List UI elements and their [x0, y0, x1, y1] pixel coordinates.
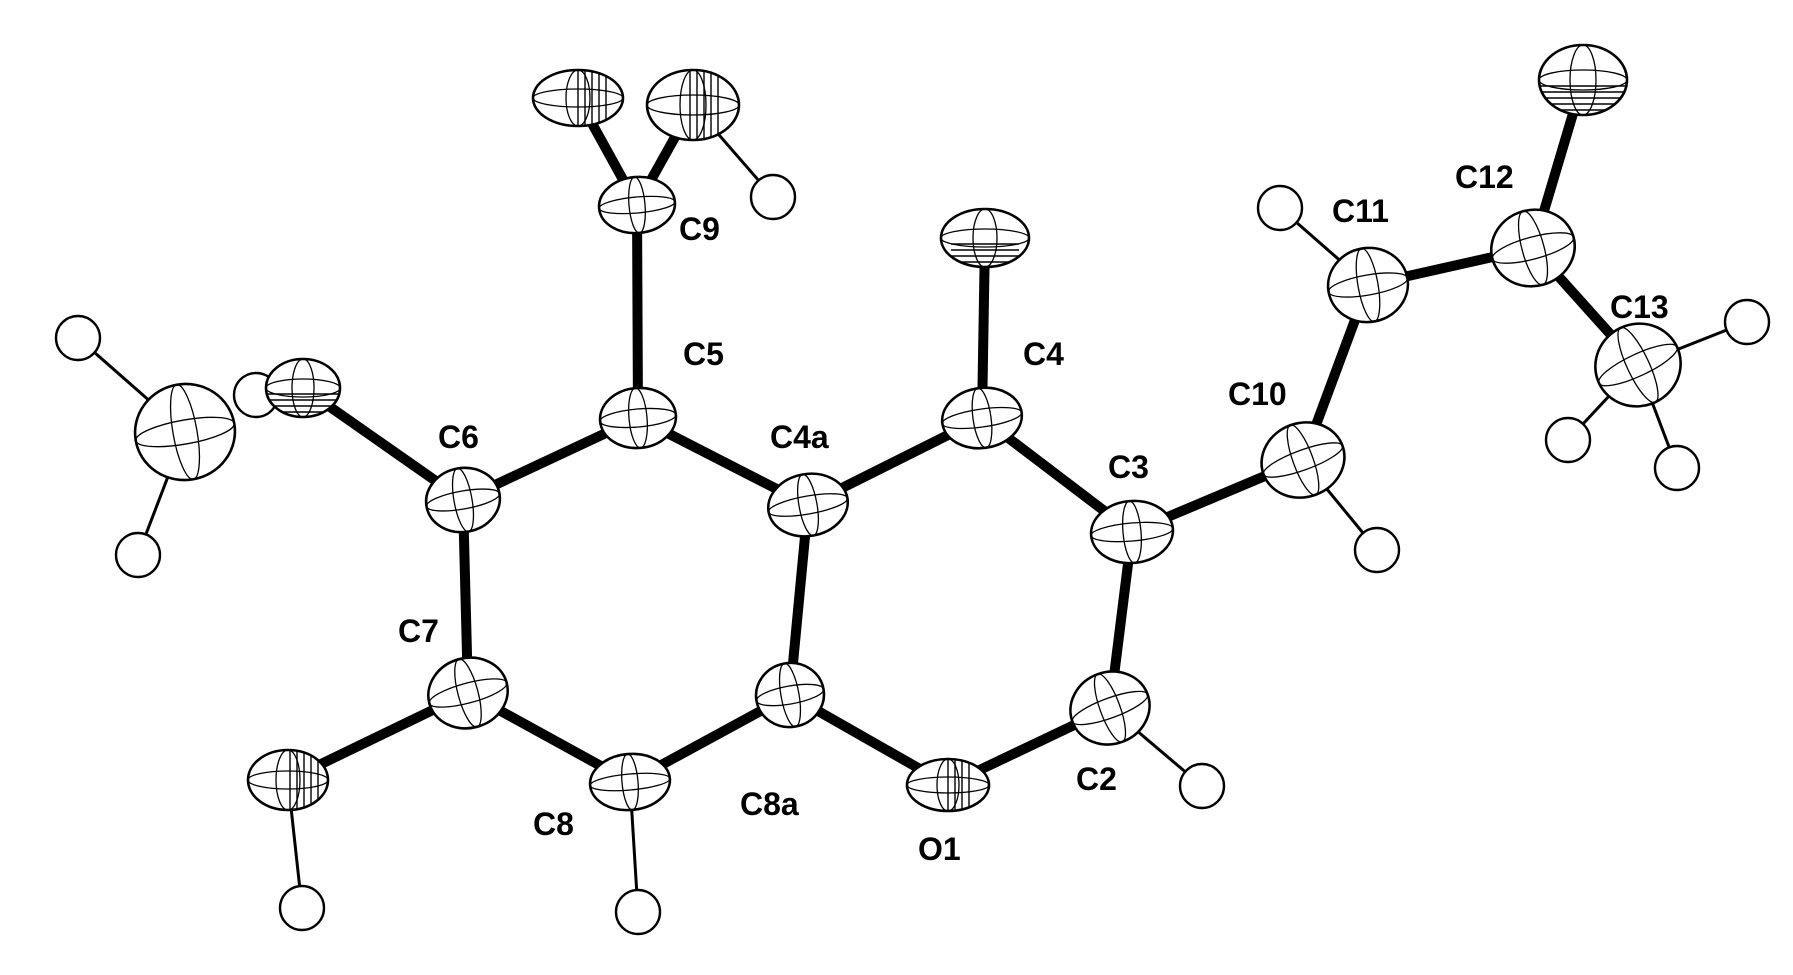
- atom-o-c7: [246, 748, 330, 812]
- atom-c9: [597, 175, 677, 235]
- atom-c8: [588, 752, 672, 812]
- atom-o-c6: [264, 357, 342, 419]
- h-atom: [614, 888, 662, 936]
- atom-c12: [1489, 208, 1577, 288]
- label-c5: C5: [683, 336, 724, 372]
- carbon-ellipsoids: [133, 175, 1682, 812]
- atom-c-methyl-6: [133, 382, 237, 482]
- h-atom: [749, 173, 797, 221]
- atom-c5: [598, 386, 678, 450]
- oxygen-ellipsoids: [246, 43, 1629, 813]
- h-atom: [54, 314, 102, 362]
- atom-c8a: [754, 661, 826, 729]
- atom-o-c9b: [645, 68, 741, 142]
- label-c8a: C8a: [740, 786, 799, 822]
- atom-c6: [424, 466, 502, 534]
- label-c6: C6: [438, 419, 479, 455]
- atom-o1: [905, 757, 991, 813]
- h-atom: [114, 531, 162, 579]
- label-c7: C7: [398, 613, 439, 649]
- label-c9: C9: [679, 211, 720, 247]
- atom-o-c12: [1537, 43, 1629, 117]
- label-c4a: C4a: [770, 419, 829, 455]
- atom-o-c4: [939, 207, 1031, 269]
- atom-c10: [1260, 421, 1346, 499]
- label-c13: C13: [1610, 289, 1669, 325]
- atom-labels: C9 C5 C6 C4a C4 C3 C7 C8 C8a O1 C2 C10 C…: [398, 159, 1669, 867]
- h-atom: [1256, 184, 1304, 232]
- label-c11: C11: [1332, 193, 1389, 229]
- label-c3: C3: [1108, 449, 1149, 485]
- h-atom: [1353, 526, 1401, 574]
- atom-o-c9a: [531, 68, 625, 128]
- atom-c13: [1594, 322, 1682, 408]
- label-c8: C8: [533, 806, 574, 842]
- label-o1: O1: [918, 831, 961, 867]
- hydrogen-atoms: [54, 173, 1771, 936]
- h-atom: [1544, 416, 1592, 464]
- label-c10: C10: [1228, 376, 1287, 412]
- atom-c3: [1089, 499, 1175, 565]
- bond-c5-c9: [632, 200, 643, 423]
- label-c2: C2: [1076, 761, 1117, 797]
- atom-c4: [940, 386, 1024, 450]
- label-c12: C12: [1455, 159, 1514, 195]
- atom-c2: [1069, 670, 1151, 746]
- label-c4: C4: [1023, 336, 1064, 372]
- h-atom: [1653, 444, 1701, 492]
- h-atom: [278, 884, 326, 932]
- h-atom: [1723, 298, 1771, 346]
- atom-c7: [427, 656, 509, 730]
- atom-c4a: [766, 472, 850, 538]
- atom-c11: [1326, 246, 1410, 324]
- h-atom: [1178, 762, 1226, 810]
